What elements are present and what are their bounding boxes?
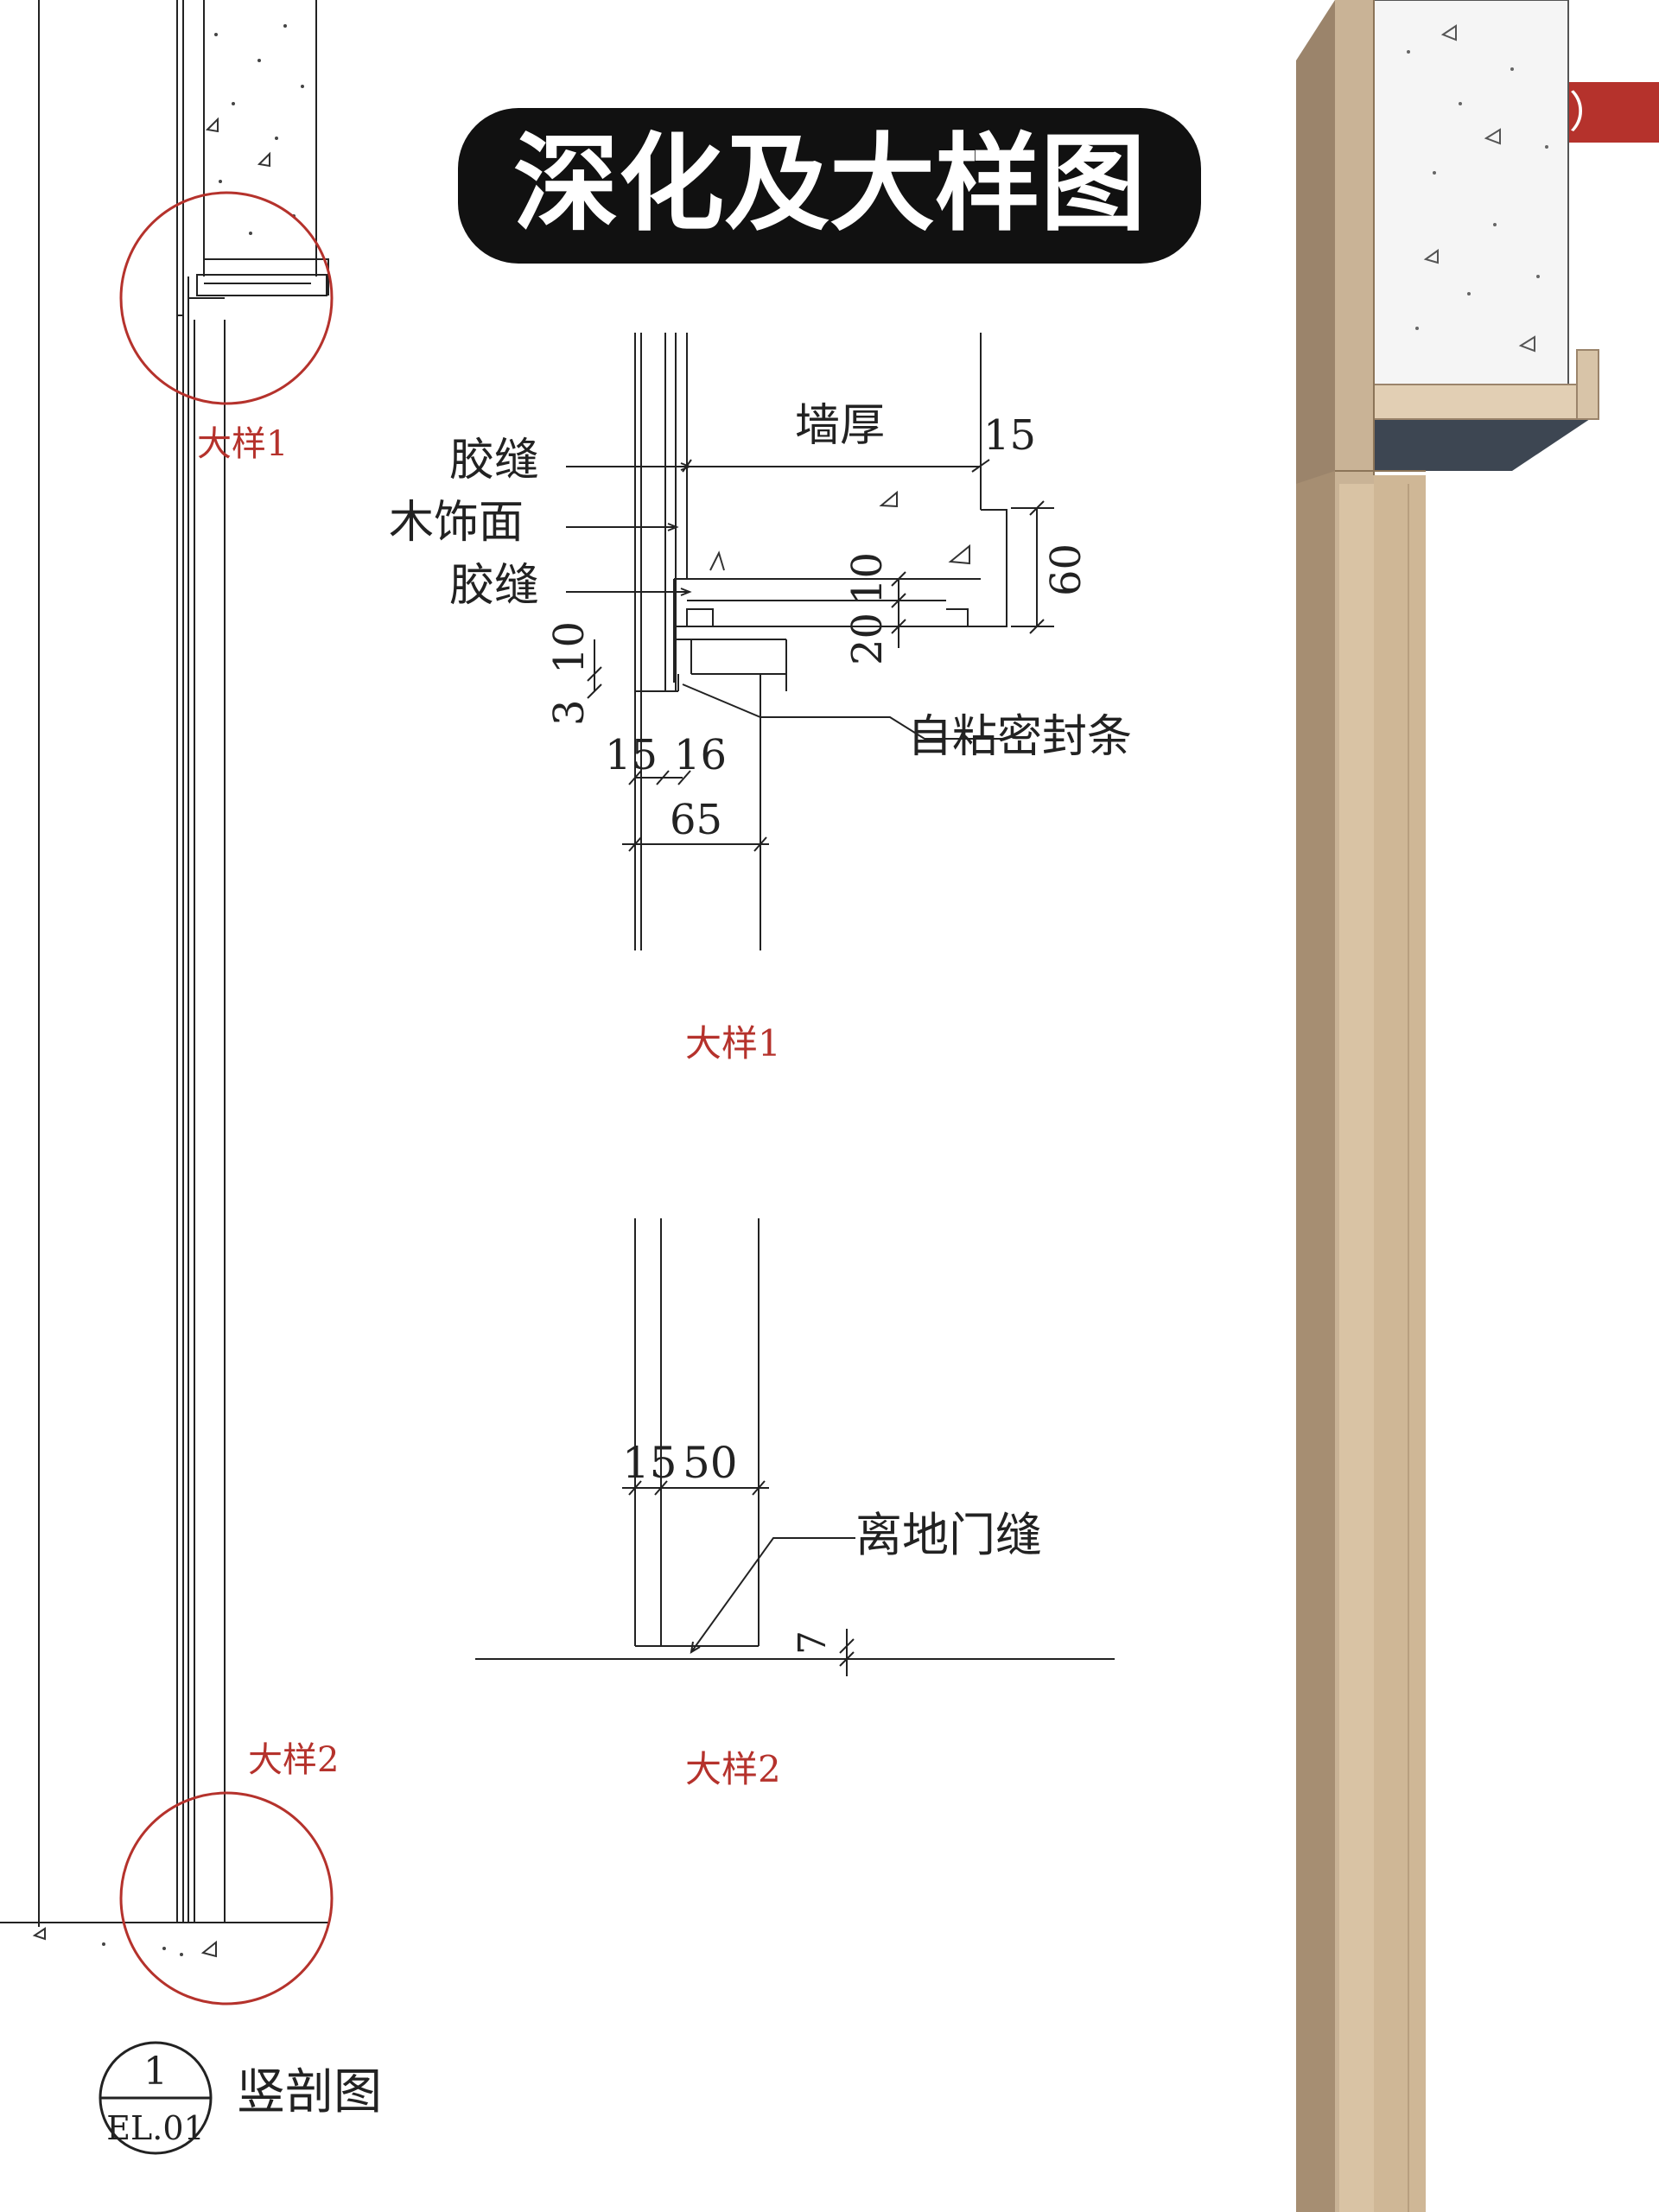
detail1-caption: 大样1 (685, 1022, 781, 1065)
detail2-drawing: 15 50 7 离地门缝 大样2 (475, 1218, 1115, 1790)
section-sheet: EL.01 (106, 2109, 204, 2147)
concrete-hatch (102, 24, 304, 1956)
detail2-caption: 大样2 (685, 1748, 781, 1790)
dim-15: 15 (622, 1438, 677, 1488)
dim-10-right: 10 (843, 552, 892, 605)
dim-60: 60 (1042, 543, 1090, 596)
label-glue-seam-bottom: 胶缝 (449, 560, 539, 612)
page-title: 深化及大样图 (513, 123, 1146, 245)
dim-7: 7 (791, 1630, 835, 1655)
detail2-marker-circle[interactable] (119, 1791, 334, 2005)
label-floor-gap: 离地门缝 (855, 1508, 1042, 1562)
label-wood-finish: 木饰面 (389, 497, 524, 549)
detail1-marker-circle[interactable] (119, 191, 334, 405)
label-glue-seam-top: 胶缝 (449, 435, 539, 486)
vertical-section-overview: 大样1 大样2 1 EL.01 竖剖图 (0, 0, 382, 2155)
label-sealing-strip: 自粘密封条 (907, 711, 1132, 763)
dim-20: 20 (843, 613, 892, 665)
dim-50: 50 (683, 1438, 738, 1488)
title-banner: 深化及大样图 (458, 108, 1201, 264)
dim-10-left: 10 (545, 621, 594, 674)
dim-65: 65 (670, 796, 722, 844)
dim-16: 16 (674, 731, 727, 779)
dim-15-top: 15 (983, 411, 1036, 460)
wood-render (1296, 0, 1599, 2212)
section-number: 1 (143, 2050, 168, 2094)
dim-3: 3 (545, 699, 594, 726)
detail1-drawing: 胶缝 木饰面 胶缝 墙厚 自粘密封条 (389, 333, 1132, 1065)
dim-15-bottom: 15 (605, 731, 658, 779)
detail1-marker-label: 大样1 (197, 424, 288, 464)
section-title: 竖剖图 (237, 2064, 382, 2120)
label-wall-thickness: 墙厚 (795, 400, 885, 452)
detail2-marker-label: 大样2 (248, 1740, 339, 1780)
wall-block (1373, 0, 1569, 390)
section-symbol: 1 EL.01 竖剖图 (99, 2041, 382, 2155)
